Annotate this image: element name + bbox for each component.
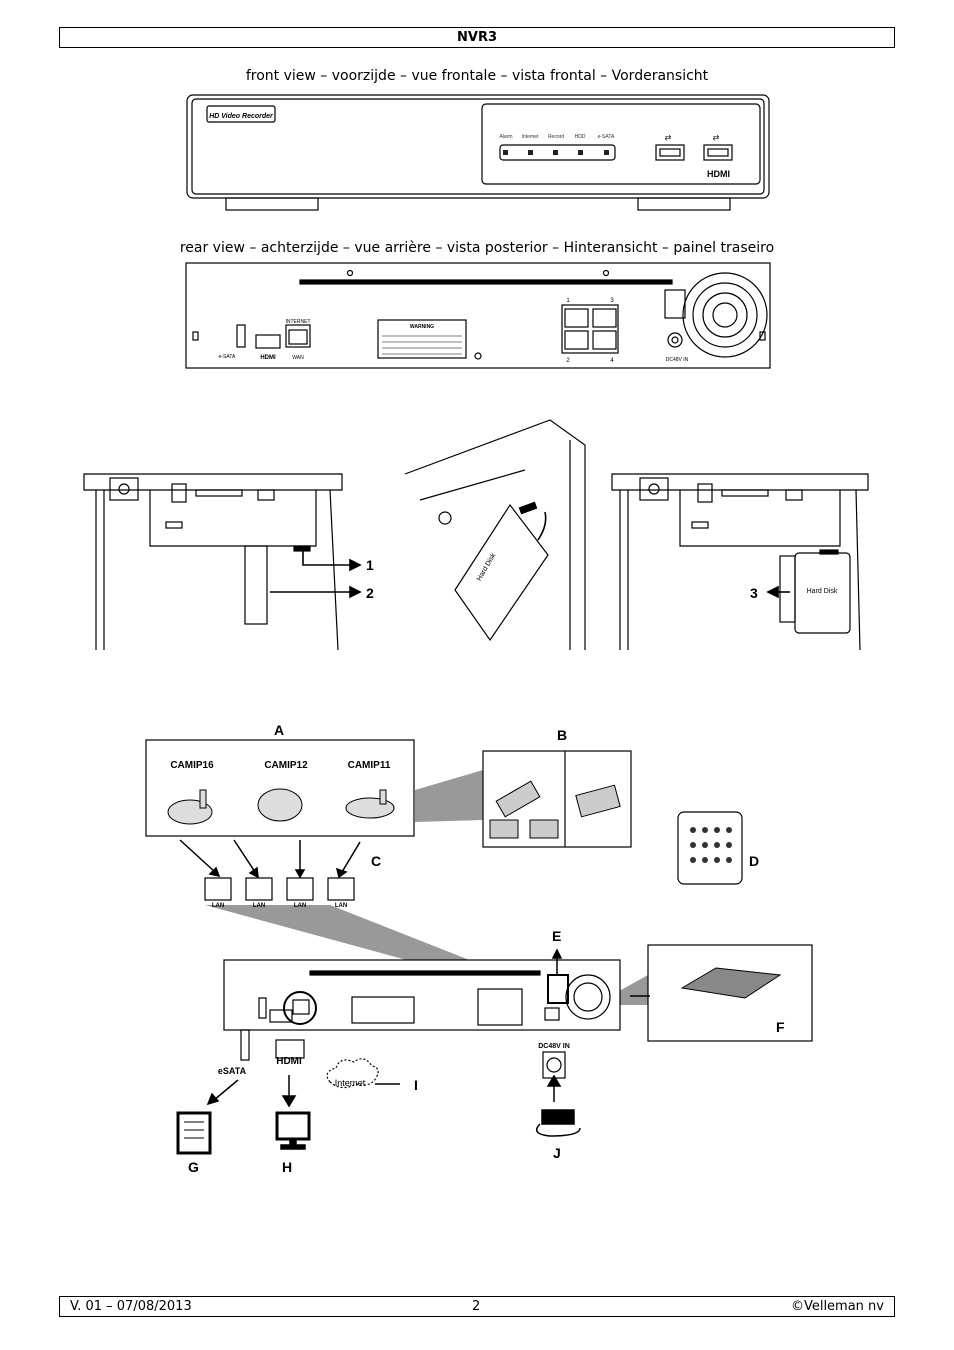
rear-warning-label: WARNING [410, 324, 434, 330]
step-1-label: 1 [366, 557, 374, 573]
label-d: D [749, 853, 759, 869]
label-b: B [557, 727, 567, 743]
lan-label-2: LAN [253, 903, 265, 909]
camera-camip16: CAMIP16 [170, 760, 214, 771]
footer-version: V. 01 – 07/08/2013 [70, 1299, 192, 1314]
footer-page-number: 2 [472, 1299, 481, 1314]
footer-copyright: ©Velleman nv [790, 1299, 884, 1314]
lan-port-3-label: 3 [610, 298, 614, 304]
lan-port-2-label: 2 [566, 358, 570, 364]
label-i: I [414, 1077, 418, 1093]
rear-hdmi-label: HDMI [260, 355, 276, 361]
usb-icon: ⇄ ⇄ [665, 133, 720, 142]
dc-label: DC48V IN [538, 1043, 570, 1050]
page-footer: V. 01 – 07/08/2013 2 ©Velleman nv [59, 1296, 895, 1317]
rear-wan-label: WAN [292, 355, 304, 361]
label-e: E [552, 928, 561, 944]
indicator-record: Record [548, 134, 564, 140]
rear-internet-label: INTERNET [286, 319, 311, 325]
label-g: G [188, 1159, 199, 1175]
label-f: F [776, 1019, 785, 1035]
svg-text:⇄: ⇄ [713, 133, 720, 142]
label-j: J [553, 1145, 561, 1161]
lan-label-4: LAN [335, 903, 347, 909]
hdd-label-tilted: Hard Disk [476, 552, 498, 583]
indicator-internet: Internet [522, 134, 540, 140]
internet-label: Internet [335, 1078, 366, 1088]
lan-label-1: LAN [212, 903, 224, 909]
step-3-label: 3 [750, 585, 758, 601]
hdd-label-installed: Hard Disk [807, 588, 838, 595]
esata-label: eSATA [218, 1066, 247, 1076]
svg-text:⇄: ⇄ [665, 133, 672, 142]
page-header: NVR3 [59, 27, 895, 48]
label-a: A [274, 722, 284, 738]
lan-port-1-label: 1 [566, 298, 570, 304]
page-title: NVR3 [457, 30, 497, 45]
camera-camip12: CAMIP12 [264, 760, 308, 771]
front-badge: HD Video Recorder [209, 113, 274, 120]
label-c: C [371, 853, 381, 869]
front-view-caption: front view – voorzijde – vue frontale – … [245, 68, 709, 84]
indicator-hdd: HDD [575, 134, 586, 140]
front-hdmi-label: HDMI [707, 169, 730, 179]
step-2-label: 2 [366, 585, 374, 601]
rear-dc-label: DC48V IN [666, 357, 689, 363]
label-h: H [282, 1159, 292, 1175]
indicator-esata: e-SATA [598, 134, 615, 140]
lan-label-3: LAN [294, 903, 306, 909]
camera-camip11: CAMIP11 [348, 760, 391, 771]
indicator-alarm: Alarm [499, 134, 512, 140]
rear-esata-label: e-SATA [219, 354, 236, 360]
rear-view-caption: rear view – achterzijde – vue arrière – … [179, 240, 775, 256]
lan-port-4-label: 4 [610, 358, 614, 364]
hdmi-label: HDMI [276, 1056, 302, 1067]
